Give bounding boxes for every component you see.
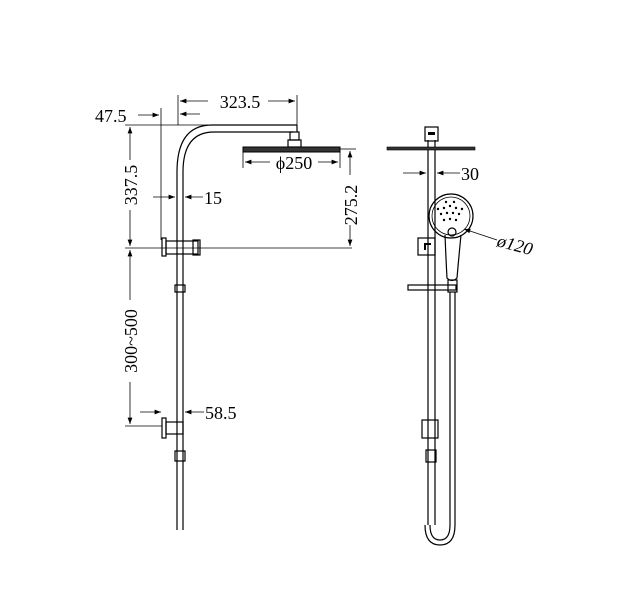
dim-head-diameter: ϕ250 xyxy=(276,153,312,173)
dim-wall-offset: 47.5 xyxy=(95,106,127,126)
overhead-shower-head xyxy=(242,131,341,153)
dim-bracket-offset: 58.5 xyxy=(205,403,237,423)
dim-adjustable-range: 300~500 xyxy=(121,309,141,373)
handshower-holder xyxy=(417,237,436,256)
dim-upper-height: 337.5 xyxy=(121,165,141,206)
wall-bracket-upper xyxy=(161,237,201,257)
dim-arm-length: 323.5 xyxy=(220,92,261,112)
dim-handshower-diameter: ø120 xyxy=(494,230,535,259)
dim-pipe-diameter: 15 xyxy=(204,188,222,208)
soap-shelf xyxy=(407,284,457,291)
dim-rail-width: 30 xyxy=(461,164,479,184)
hose-connector xyxy=(174,450,186,462)
overhead-shower-head-front xyxy=(386,146,476,151)
wall-bracket-lower xyxy=(161,417,184,439)
top-connector xyxy=(424,126,439,142)
slider xyxy=(174,284,186,293)
hose xyxy=(424,292,456,546)
wall-bracket-front xyxy=(421,419,439,439)
front-view: 30 ø120 xyxy=(386,126,535,546)
handshower xyxy=(428,193,474,282)
hose-connector-front xyxy=(425,449,437,463)
dim-head-height: 275.2 xyxy=(341,185,361,226)
shower-arm-pipe xyxy=(176,124,298,530)
side-view: 323.5 47.5 337.5 15 ϕ250 275.2 300~500 5… xyxy=(95,92,361,530)
